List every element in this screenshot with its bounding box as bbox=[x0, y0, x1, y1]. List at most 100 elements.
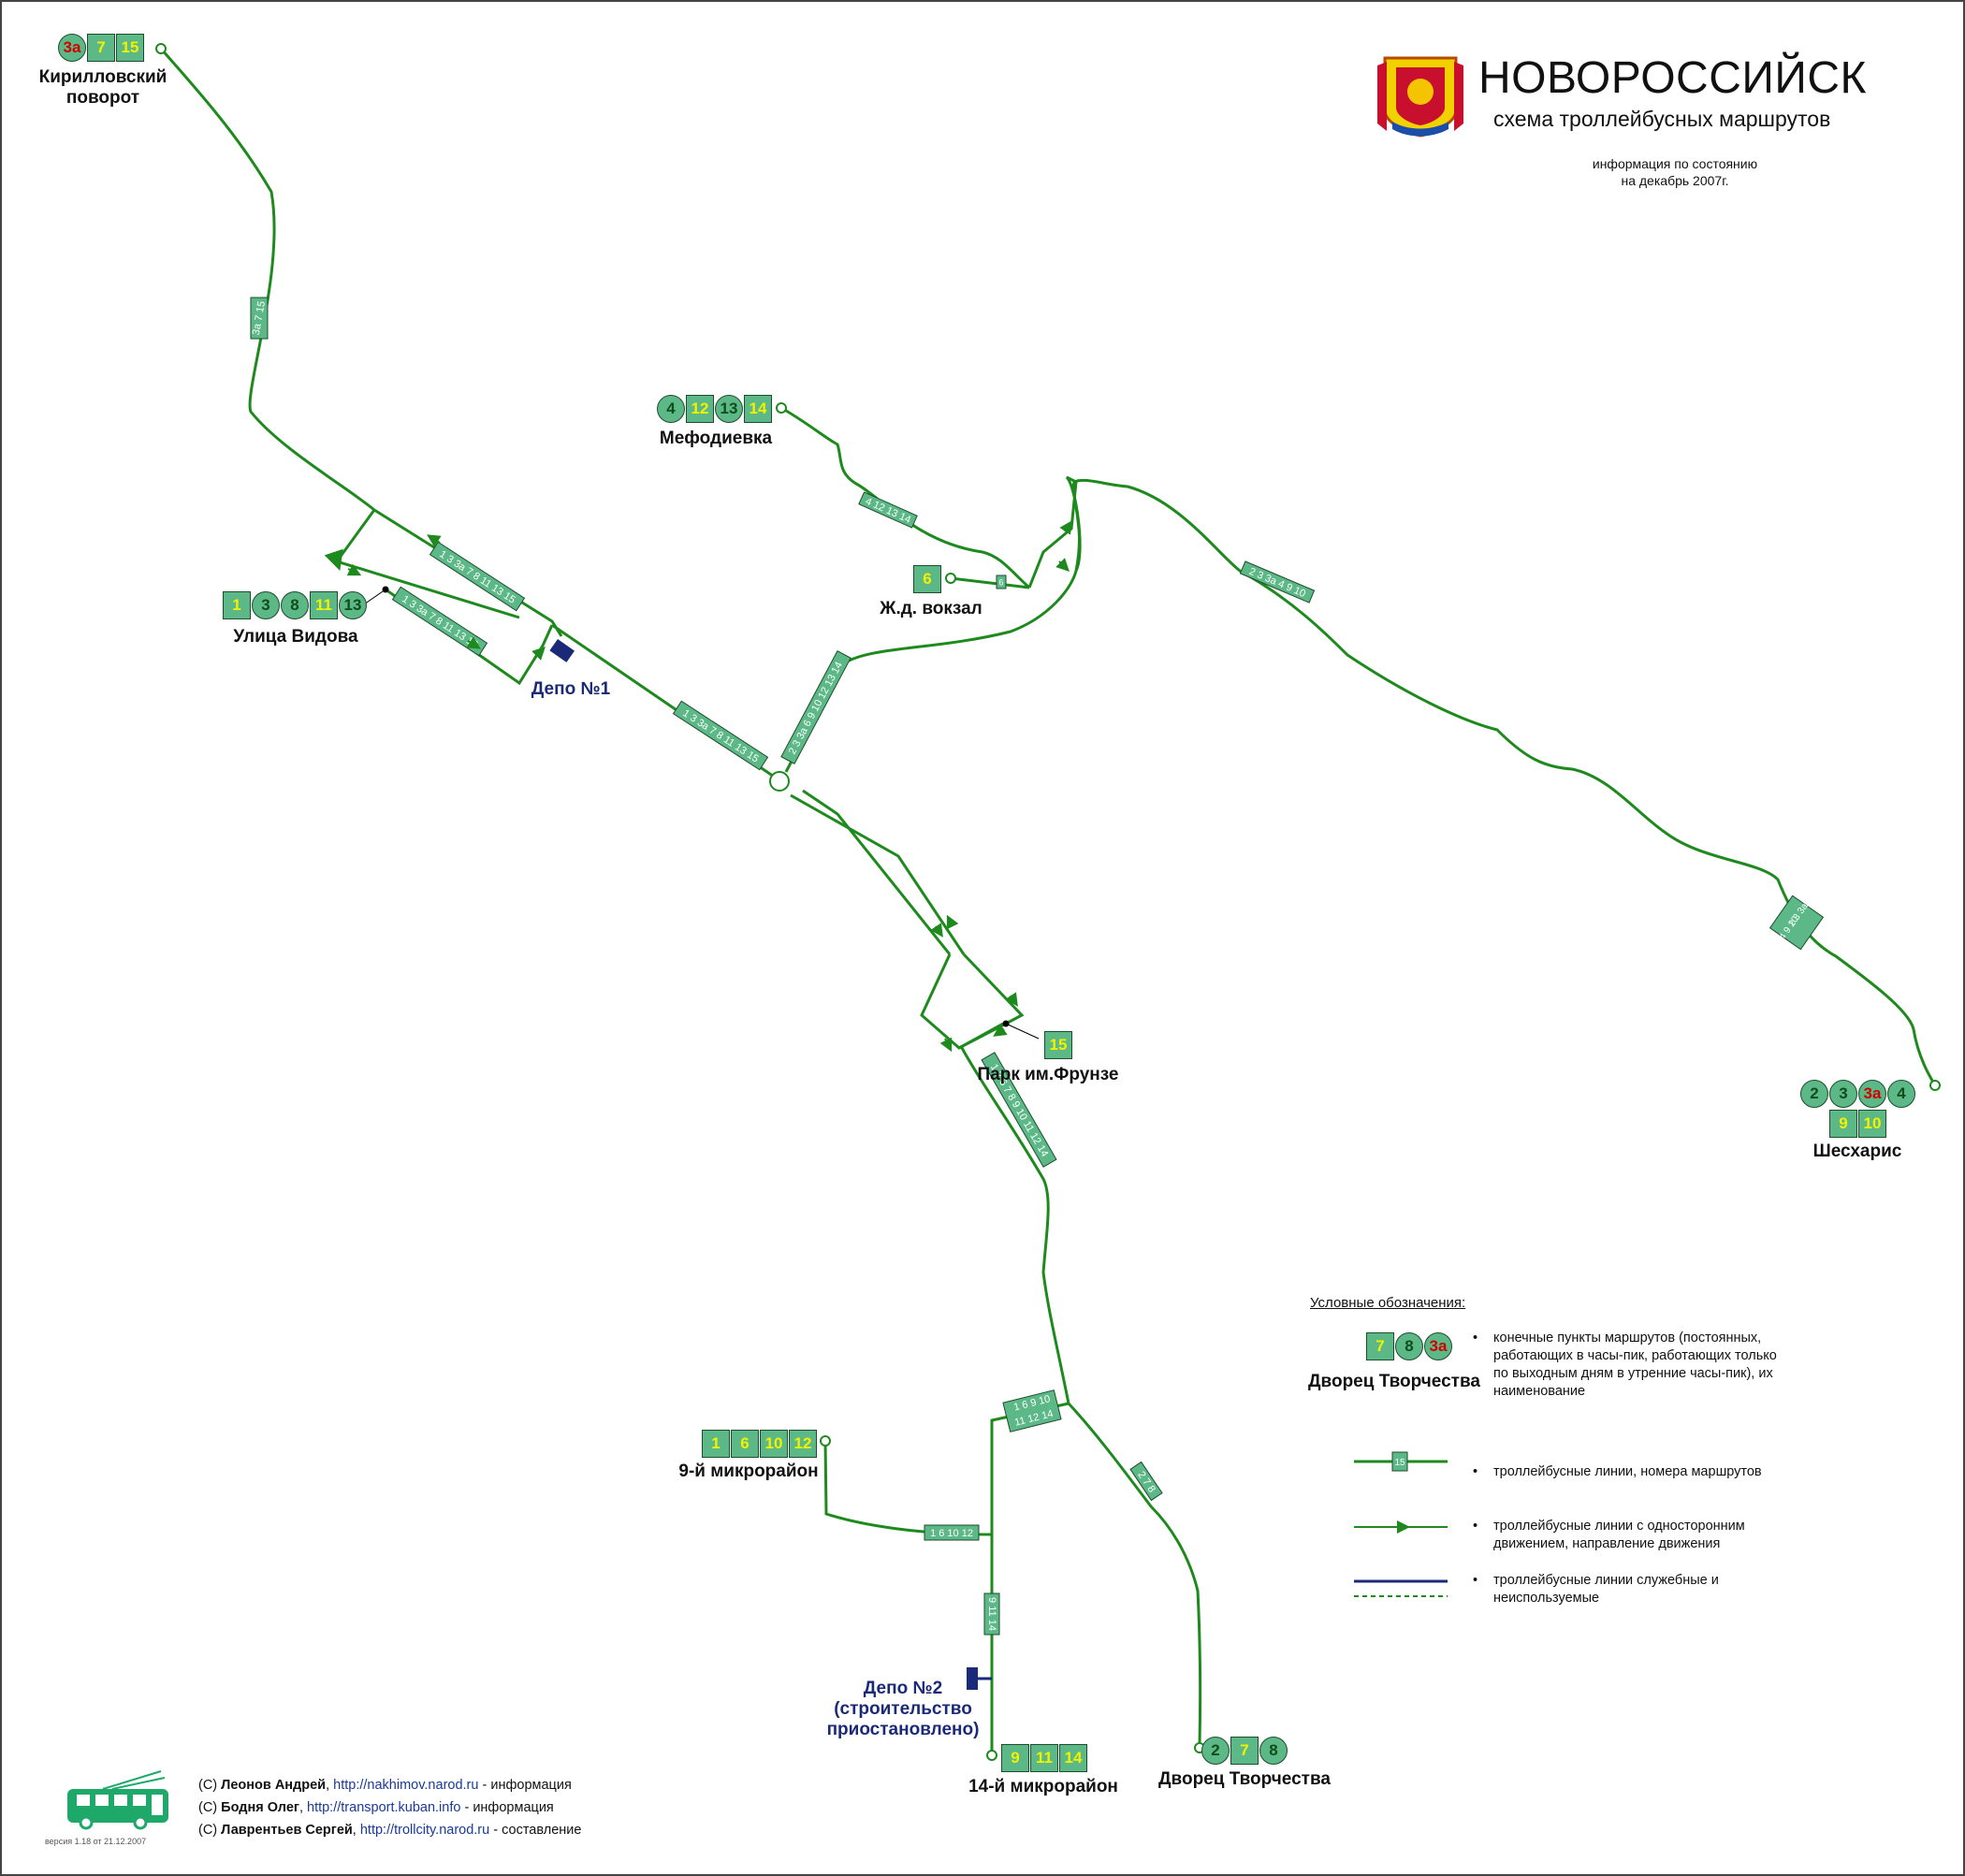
credit-link[interactable]: http://nakhimov.narod.ru bbox=[333, 1778, 479, 1793]
bullet: • bbox=[1473, 1573, 1478, 1588]
route-badge: 10 bbox=[760, 1430, 788, 1458]
credit-role: - составление bbox=[489, 1823, 582, 1838]
node-mefodievka bbox=[776, 402, 787, 414]
terminal-md14-name: 14-й микрорайон bbox=[968, 1777, 1118, 1796]
line-north bbox=[159, 48, 375, 512]
arrow-2 bbox=[531, 647, 546, 661]
arrow-4 bbox=[466, 636, 481, 649]
terminal-vidova-routes: 1 3 8 11 13 bbox=[223, 591, 368, 619]
seg-upper-plate bbox=[429, 541, 526, 612]
bullet: • bbox=[1473, 1519, 1478, 1534]
terminal-railway-name: Ж.д. вокзал bbox=[880, 599, 982, 618]
terminal-md9-name: 9-й микрорайон bbox=[678, 1462, 819, 1481]
legend-line: троллейбусные линии служебные и bbox=[1493, 1573, 1719, 1588]
terminal-mefodievka-name: Мефодиевка bbox=[659, 429, 773, 448]
route-badge: 12 bbox=[789, 1430, 817, 1458]
terminal-sheskharis-routes-row2: 9 10 bbox=[1829, 1110, 1887, 1138]
legend-line: по выходным дням в утренние часы-пик), и… bbox=[1493, 1366, 1773, 1381]
terminal-kirillovsky-name: Кирилловский поворот bbox=[28, 67, 178, 109]
legend-sample-name: Дворец Творчества bbox=[1308, 1372, 1480, 1391]
route-badge: 1 bbox=[702, 1430, 730, 1458]
route-badge: 4 bbox=[1887, 1080, 1915, 1108]
seg-md14-label: 9 11 14 bbox=[986, 1597, 997, 1631]
route-badge: 1 bbox=[223, 591, 251, 619]
credit-prefix: (C) bbox=[198, 1778, 222, 1793]
credit-link[interactable]: http://trollcity.narod.ru bbox=[359, 1823, 490, 1838]
line-frunze-stub bbox=[958, 1022, 1004, 1050]
credit-line: (C) Леонов Андрей, http://nakhimov.narod… bbox=[198, 1774, 581, 1796]
route-badge: 12 bbox=[686, 395, 714, 423]
legend-line: троллейбусные линии с односторонним bbox=[1493, 1519, 1745, 1534]
credit-prefix: (C) bbox=[198, 1800, 222, 1815]
route-badge: 6 bbox=[731, 1430, 759, 1458]
arrow-9 bbox=[993, 1024, 1008, 1037]
line-vidova-loop bbox=[324, 509, 520, 619]
credit-author: Лаврентьев Сергей bbox=[221, 1823, 353, 1838]
terminal-sheskharis-name: Шесхарис bbox=[1812, 1142, 1902, 1161]
route-badge: 8 bbox=[1259, 1737, 1288, 1765]
route-badge: 15 bbox=[1044, 1031, 1072, 1059]
route-badge: 2 bbox=[1201, 1737, 1230, 1765]
arrow-1 bbox=[346, 563, 362, 576]
legend-line: работающих в часы-пик, работающих только bbox=[1493, 1348, 1777, 1363]
node-railway bbox=[945, 573, 956, 584]
arrow-11 bbox=[1055, 558, 1070, 572]
depot2-line: Депо №2 bbox=[863, 1679, 943, 1698]
line-md9 bbox=[823, 1440, 993, 1536]
terminal-palace-routes: 2 7 8 bbox=[1201, 1737, 1288, 1765]
depot2-line: приостановлено) bbox=[826, 1720, 980, 1739]
line-northeast-top bbox=[1071, 478, 1937, 1086]
seg-junction-plate bbox=[1002, 1389, 1062, 1432]
route-badge: 8 bbox=[1395, 1332, 1423, 1360]
route-badge: 10 bbox=[1858, 1110, 1886, 1138]
line-south-a bbox=[790, 793, 966, 955]
seg-md14-plate bbox=[983, 1592, 1000, 1636]
info-line2: на декабрь 2007г. bbox=[1621, 173, 1729, 188]
terminal-railway-routes: 6 bbox=[913, 565, 942, 593]
route-badge: 7 bbox=[1230, 1737, 1259, 1765]
terminal-mefodievka-routes: 4 12 13 14 bbox=[657, 395, 773, 423]
coat-of-arms-icon bbox=[1377, 56, 1463, 138]
seg-lower-plate bbox=[391, 586, 488, 657]
roundabout bbox=[769, 771, 790, 792]
info-line1: информация по состоянию bbox=[1592, 156, 1758, 171]
seg-md9-plate bbox=[924, 1524, 980, 1541]
seg-railway-label: 6 bbox=[998, 577, 1003, 587]
node-sheskharis bbox=[1929, 1080, 1941, 1091]
legend-item-oneway: • троллейбусные линии с односторонним дв… bbox=[1473, 1518, 1849, 1553]
arrow-7 bbox=[939, 1037, 953, 1053]
trolleybus-logo-icon bbox=[67, 1770, 168, 1830]
legend-line: троллейбусные линии, номера маршрутов bbox=[1493, 1464, 1762, 1479]
terminal-frunze-name: Парк им.Фрунзе bbox=[977, 1065, 1119, 1084]
line-palace bbox=[1067, 1402, 1202, 1746]
seg-northeast-plate bbox=[780, 650, 852, 764]
seg-palace-plate bbox=[1129, 1461, 1163, 1502]
arrow-6 bbox=[946, 914, 959, 930]
terminal-vidova-name: Улица Видова bbox=[233, 627, 358, 647]
line-south-b bbox=[802, 789, 952, 955]
legend-symbols: 15 bbox=[1354, 1451, 1448, 1597]
terminal-palace-name: Дворец Творчества bbox=[1158, 1769, 1331, 1789]
credit-sep: , bbox=[298, 1800, 307, 1815]
credit-link[interactable]: http://transport.kuban.info bbox=[307, 1800, 461, 1815]
seg-central-plate bbox=[672, 700, 769, 771]
seg-northeast-label: 2 3 3а 6 9 10 12 13 14 bbox=[787, 661, 845, 757]
credit-sep: , bbox=[352, 1823, 360, 1838]
route-badge: 3а bbox=[58, 34, 86, 62]
seg-central-label: 1 3 3а 7 8 11 13 15 bbox=[680, 707, 760, 764]
terminal-frunze-routes: 15 bbox=[1044, 1031, 1073, 1059]
info-date: информация по состоянию на декабрь 2007г… bbox=[1572, 155, 1778, 189]
route-badge: 2 bbox=[1800, 1080, 1828, 1108]
credit-line: (C) Лаврентьев Сергей, http://trollcity.… bbox=[198, 1819, 581, 1841]
route-badge: 8 bbox=[281, 591, 309, 619]
leader-frunze bbox=[1005, 1023, 1040, 1040]
seg-mefodievka-plate bbox=[858, 491, 918, 529]
legend-item-service: • троллейбусные линии служебные и неиспо… bbox=[1473, 1572, 1849, 1607]
node-md14 bbox=[986, 1750, 997, 1761]
line-mefodievka bbox=[780, 406, 1031, 589]
terminal-sheskharis-routes-row1: 2 3 3а 4 bbox=[1800, 1080, 1916, 1108]
line-railway bbox=[950, 576, 1030, 589]
route-badge: 11 bbox=[310, 591, 338, 619]
terminal-kirillovsky-routes: 3а 7 15 bbox=[58, 34, 145, 62]
